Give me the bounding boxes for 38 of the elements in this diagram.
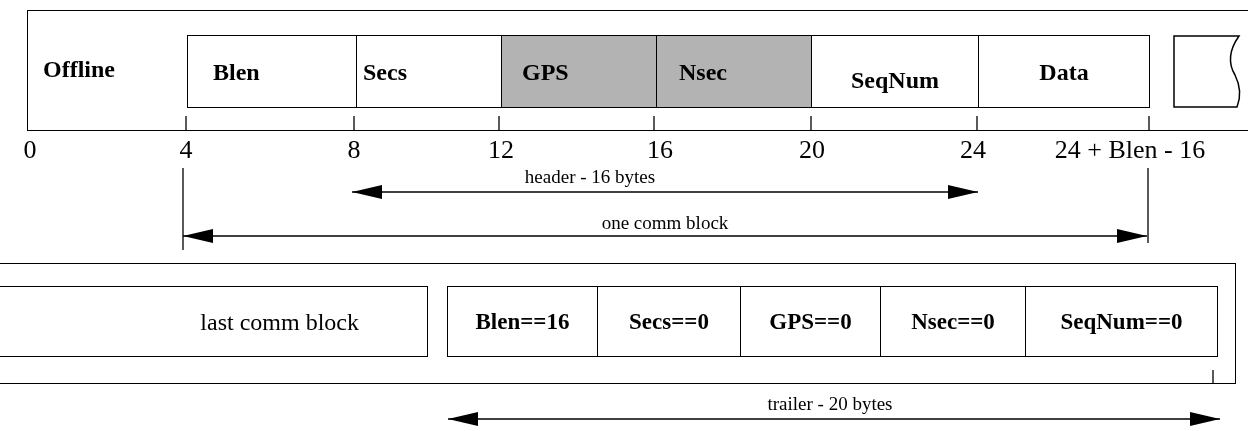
tick-number: 4 (179, 137, 193, 163)
field-label: Nsec (679, 58, 727, 85)
field-box (0, 286, 428, 357)
field-label: Offline (43, 55, 115, 82)
tick-number: 0 (23, 137, 37, 163)
field-box (597, 286, 741, 357)
field-box (356, 35, 502, 108)
field-box (447, 286, 598, 357)
field-box (656, 35, 812, 108)
tick-number: 24 + Blen - 16 (1054, 137, 1206, 163)
field-box (187, 35, 357, 108)
field-label: Secs==0 (629, 308, 709, 335)
dimension-label: header - 16 bytes (524, 166, 656, 186)
field-label: SeqNum==0 (1060, 308, 1183, 335)
field-label: SeqNum (851, 66, 939, 93)
field-label: Nsec==0 (911, 308, 995, 335)
tick-number: 16 (647, 137, 673, 163)
tick-number: 24 (960, 137, 986, 163)
field-box (811, 35, 979, 108)
frame-box (27, 10, 1248, 131)
field-box (740, 286, 881, 357)
field-box (501, 35, 657, 108)
field-box (1025, 286, 1218, 357)
dimension-label: trailer - 20 bytes (767, 393, 893, 413)
field-label: Blen (213, 58, 260, 85)
tick-number: 8 (347, 137, 361, 163)
field-label: Secs (363, 58, 407, 85)
field-label: GPS==0 (769, 308, 852, 335)
field-box (880, 286, 1026, 357)
field-label: Blen==16 (475, 308, 570, 335)
field-label: last comm block (200, 308, 359, 335)
field-label: Data (1039, 58, 1089, 85)
field-box (978, 35, 1150, 108)
dimension-label: one comm block (601, 212, 729, 232)
tick-number: 20 (799, 137, 825, 163)
tick-number: 12 (488, 137, 514, 163)
frame-box (0, 263, 1236, 384)
field-label: GPS (522, 58, 569, 85)
